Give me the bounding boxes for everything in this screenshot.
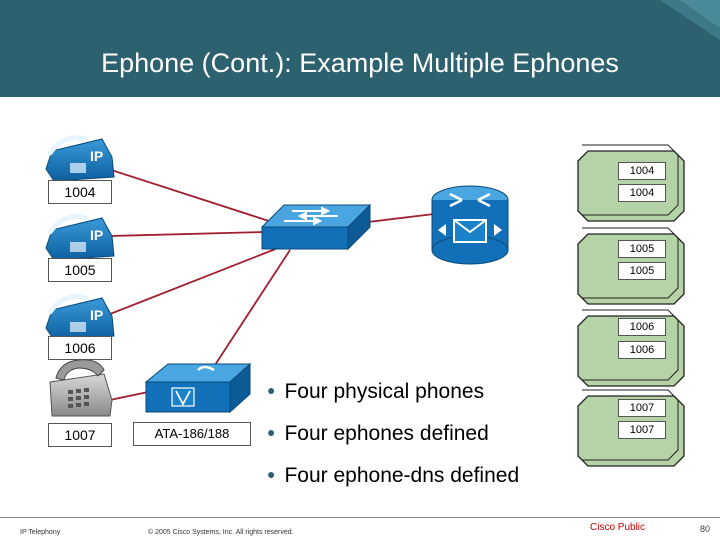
analog-phone-icon (49, 359, 113, 417)
ephone-label: 1006 (618, 318, 666, 336)
ip-phone-icon: IP (45, 294, 115, 341)
ephone-dn-label: 1006 (618, 341, 666, 359)
ephone-box-1004 (577, 144, 685, 222)
ata-label: ATA-186/188 (133, 422, 251, 446)
footer (0, 517, 720, 541)
ephone-dn-label: 1007 (618, 421, 666, 439)
line-switch-router (367, 213, 435, 223)
router-icon (431, 185, 509, 265)
line-phone1-switch (104, 167, 273, 223)
footer-copyright: © 2005 Cisco Systems, Inc. All rights re… (148, 529, 294, 536)
bullet-item: ●Four physical phones (267, 380, 485, 403)
corner-decoration (660, 0, 720, 40)
line-phone2-switch (109, 231, 267, 237)
bullet-item: ●Four ephones defined (267, 422, 489, 445)
line-phone3-switch (104, 247, 279, 317)
ephone-label: 1005 (618, 240, 666, 258)
ephone-dn-label: 1004 (618, 184, 666, 202)
svg-text:IP: IP (90, 148, 103, 164)
footer-course: IP Telephony (20, 529, 61, 536)
connection-lines (104, 167, 435, 401)
footer-classification: Cisco Public (590, 522, 646, 533)
ephone-label: 1007 (618, 399, 666, 417)
phone-label-1007: 1007 (48, 423, 112, 447)
slide-title: Ephone (Cont.): Example Multiple Ephones (101, 48, 619, 78)
page-number: 80 (700, 524, 711, 534)
line-ata-switch (214, 249, 291, 366)
bullet-item: ●Four ephone-dns defined (267, 464, 520, 487)
phone-label-1006: 1006 (48, 336, 112, 360)
title-bar (0, 0, 720, 97)
svg-text:IP: IP (90, 307, 103, 323)
phone-label-1005: 1005 (48, 258, 112, 282)
ata-icon (144, 362, 252, 414)
line-analog-ata (109, 391, 149, 401)
ephone-label: 1004 (618, 162, 666, 180)
ephone-dn-label: 1005 (618, 262, 666, 280)
svg-text:IP: IP (90, 227, 103, 243)
switch-icon (260, 203, 372, 251)
ip-phone-icon: IP (45, 214, 115, 261)
ip-phone-icon: IP (45, 135, 115, 182)
phone-label-1004: 1004 (48, 180, 112, 204)
